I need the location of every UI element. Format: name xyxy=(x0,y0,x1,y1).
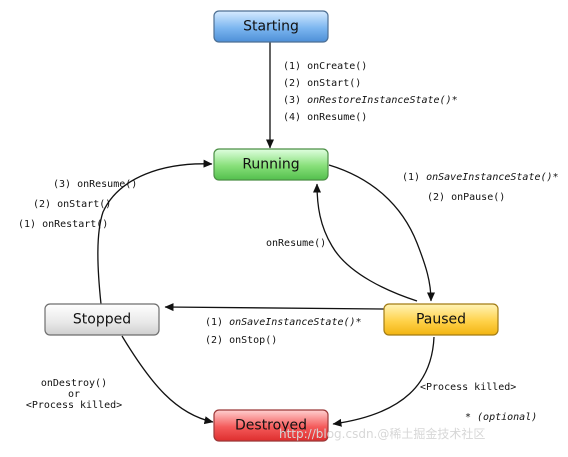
state-paused: Paused xyxy=(383,303,499,336)
label-process-killed-left: <Process killed> xyxy=(26,400,122,411)
arrow-stopped-to-running xyxy=(97,159,213,305)
label-onsaveinstancestate-running-method: onSaveInstanceState()* xyxy=(426,172,558,183)
label-onrestart: (1) onRestart() xyxy=(18,219,108,230)
state-running: Running xyxy=(213,148,329,181)
label-onstart: (2) onStart() xyxy=(283,78,361,89)
label-ondestroy: onDestroy() xyxy=(41,378,107,389)
arrow-stopped-to-destroyed xyxy=(121,335,214,425)
label-onresume-paused: onResume() xyxy=(266,238,326,249)
label-process-killed-right: <Process killed> xyxy=(420,382,516,393)
label-onsaveinstancestate-running-prefix: (1) xyxy=(402,172,426,183)
state-running-box xyxy=(213,148,329,181)
label-onpause: (2) onPause() xyxy=(427,192,505,203)
label-or: or xyxy=(68,389,80,400)
state-stopped-box xyxy=(44,303,160,336)
footnote-optional: * (optional) xyxy=(465,412,537,423)
label-group-stopped-to-destroyed: onDestroy() or <Process killed> xyxy=(26,378,122,411)
state-destroyed-label: Destroyed xyxy=(235,418,307,434)
state-paused-box xyxy=(383,303,499,336)
state-starting-label: Starting xyxy=(243,19,299,35)
label-onsaveinstancestate-stopped: (1) onSaveInstanceState()* xyxy=(205,317,362,328)
state-destroyed: Destroyed xyxy=(213,409,329,442)
label-group-starting-to-running: (1) onCreate() (2) onStart() (3) onResto… xyxy=(283,61,458,123)
label-onstop: (2) onStop() xyxy=(205,335,277,346)
label-onresume-start: (4) onResume() xyxy=(283,112,367,123)
watermark-text: http://blog.csdn.@稀土掘金技术社区 xyxy=(279,426,485,441)
state-stopped-label: Stopped xyxy=(73,312,131,328)
label-onsaveinstancestate-stopped-prefix: (1) xyxy=(205,317,229,328)
arrow-paused-to-stopped xyxy=(164,303,385,312)
arrow-paused-to-destroyed xyxy=(332,336,435,427)
label-onresume-restart: (3) onResume() xyxy=(53,179,137,190)
label-onrestoreinstancestate-method: onRestoreInstanceState()* xyxy=(307,95,458,106)
label-onsaveinstancestate-stopped-method: onSaveInstanceState()* xyxy=(229,317,361,328)
state-stopped: Stopped xyxy=(44,303,160,336)
state-starting: Starting xyxy=(213,10,329,43)
label-group-running-to-paused: (1) onSaveInstanceState()* (2) onPause() xyxy=(402,172,559,203)
label-oncreate: (1) onCreate() xyxy=(283,61,367,72)
state-starting-box xyxy=(213,10,329,43)
arrow-paused-to-running xyxy=(313,183,418,302)
label-group-paused-to-stopped: (1) onSaveInstanceState()* (2) onStop() xyxy=(205,317,362,346)
state-destroyed-box xyxy=(213,409,329,442)
label-onsaveinstancestate-running: (1) onSaveInstanceState()* xyxy=(402,172,559,183)
state-running-label: Running xyxy=(242,157,299,173)
label-group-stopped-to-running: (3) onResume() (2) onStart() (1) onResta… xyxy=(18,179,137,230)
label-onstart-restart: (2) onStart() xyxy=(33,199,111,210)
label-onrestoreinstancestate: (3) onRestoreInstanceState()* xyxy=(283,95,458,106)
state-paused-label: Paused xyxy=(416,312,466,328)
arrow-running-to-paused xyxy=(328,164,435,302)
label-onrestoreinstancestate-prefix: (3) xyxy=(283,95,307,106)
